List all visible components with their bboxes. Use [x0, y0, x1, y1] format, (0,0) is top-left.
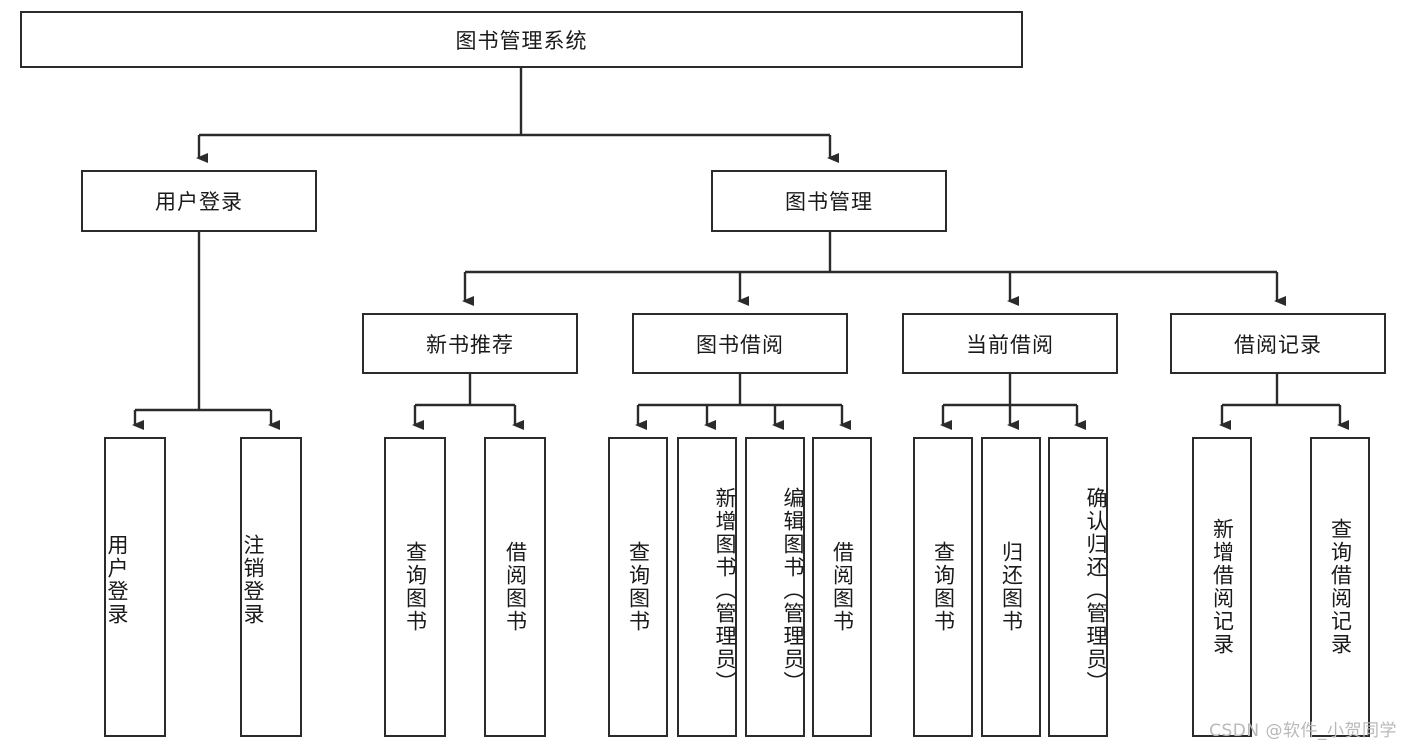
node-leaf-return-book[interactable]: 归还图书 [981, 437, 1041, 737]
node-label: 图书管理系统 [455, 28, 588, 53]
node-user-login[interactable]: 用户登录 [81, 170, 317, 232]
node-leaf-logout[interactable]: 注销登录 [240, 437, 302, 737]
node-new-book-rec[interactable]: 新书推荐 [362, 313, 578, 374]
node-label: 用户登录 [155, 190, 243, 214]
node-label: 注销登录 [241, 534, 265, 626]
node-label: 当前借阅 [966, 332, 1054, 357]
node-leaf-confirm-return[interactable]: 确认归还（管理员） [1048, 437, 1108, 737]
node-leaf-add-book[interactable]: 新增图书（管理员） [677, 437, 737, 737]
node-leaf-query-book-1[interactable]: 查询图书 [384, 437, 446, 737]
node-label: 借阅记录 [1234, 332, 1322, 357]
node-current-borrow[interactable]: 当前借阅 [902, 313, 1118, 374]
node-label: 新增借阅记录 [1210, 518, 1235, 656]
node-label: 用户登录 [105, 534, 129, 626]
node-label: 新书推荐 [426, 332, 514, 357]
node-leaf-query-book-2[interactable]: 查询图书 [608, 437, 668, 737]
node-label: 借阅图书 [830, 541, 855, 633]
node-leaf-query-record[interactable]: 查询借阅记录 [1310, 437, 1370, 737]
node-label: 归还图书 [999, 541, 1024, 633]
node-label: 编辑图书（管理员） [781, 486, 805, 694]
node-label: 查询图书 [931, 541, 956, 633]
node-book-manage[interactable]: 图书管理 [711, 170, 947, 232]
node-leaf-borrow-book-1[interactable]: 借阅图书 [484, 437, 546, 737]
node-leaf-add-record[interactable]: 新增借阅记录 [1192, 437, 1252, 737]
node-book-borrow[interactable]: 图书借阅 [632, 313, 848, 374]
node-leaf-borrow-book-2[interactable]: 借阅图书 [812, 437, 872, 737]
node-label: 图书借阅 [696, 332, 784, 357]
node-label: 借阅图书 [503, 541, 528, 633]
node-label: 查询图书 [403, 541, 428, 633]
node-root-system[interactable]: 图书管理系统 [20, 11, 1023, 68]
node-label: 查询借阅记录 [1328, 518, 1353, 656]
node-leaf-edit-book[interactable]: 编辑图书（管理员） [745, 437, 805, 737]
node-label: 新增图书（管理员） [713, 486, 737, 694]
node-label: 图书管理 [785, 190, 873, 214]
node-borrow-record[interactable]: 借阅记录 [1170, 313, 1386, 374]
node-label: 确认归还（管理员） [1084, 486, 1108, 694]
node-leaf-user-login[interactable]: 用户登录 [104, 437, 166, 737]
node-leaf-query-book-3[interactable]: 查询图书 [913, 437, 973, 737]
node-label: 查询图书 [626, 541, 651, 633]
